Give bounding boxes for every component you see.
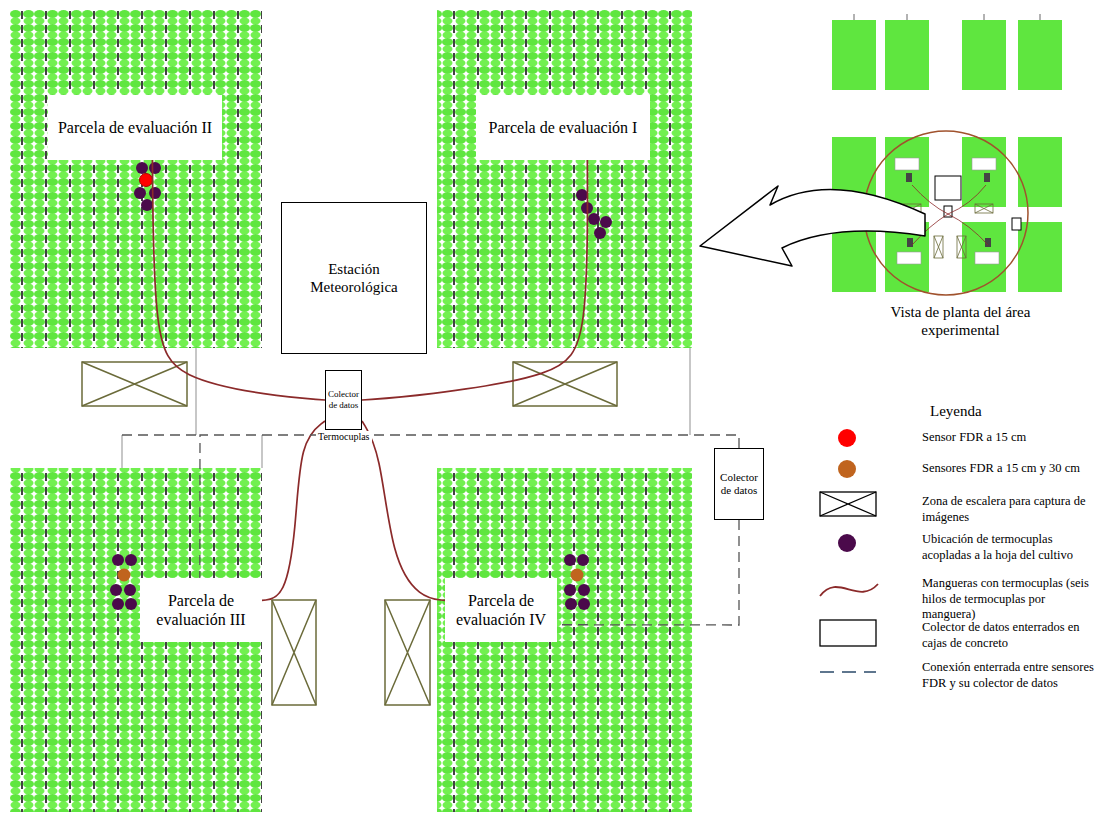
plan-view-inset (832, 14, 1062, 295)
legend-text: Ubicación de termocuplas acopladas a la … (922, 532, 1098, 563)
legend-text: Conexión enterrada entre sensores FDR y … (922, 660, 1098, 691)
node-text: Parcela de evaluación I (489, 118, 638, 137)
buried-connection (122, 434, 200, 435)
fdr-sensor (118, 569, 131, 582)
legend-swatch (838, 460, 856, 478)
legend-text: Sensores FDR a 15 cm y 30 cm (922, 461, 1098, 477)
plot-label: Parcela de evaluación I (476, 95, 650, 160)
legend-text: Sensor FDR a 15 cm (922, 430, 1098, 446)
plot-label: Parcela de evaluación II (48, 95, 222, 160)
cable-label: Termocuplas (316, 431, 372, 443)
weather-station: Estación Meteorológica (281, 202, 427, 354)
callout-arrow (700, 186, 925, 266)
crop-plot (10, 10, 262, 348)
legend-text: Mangueras con termocuplas (seis hilos de… (922, 576, 1098, 623)
thermocouple-hose (362, 421, 445, 600)
node-text: Colector de datos (719, 471, 759, 497)
plot-label: Parcela de evaluación IV (445, 578, 557, 642)
fdr-sensor (140, 174, 153, 187)
crop-plot (437, 10, 692, 348)
legend-text: Colector de datos enterrados en cajas de… (922, 620, 1098, 651)
thermocouple-dot (110, 162, 612, 610)
inset-caption: Vista de planta del área experimental (858, 303, 1063, 339)
thermocouple-hose (262, 421, 325, 600)
fdr-sensor (571, 569, 584, 582)
buried-connection (557, 520, 739, 625)
legend-title: Leyenda (930, 402, 982, 420)
crop-plot (437, 468, 692, 812)
legend-samples (820, 492, 878, 672)
data-logger: Colector de datos (325, 370, 362, 430)
node-text: Estación Meteorológica (286, 260, 422, 296)
crop-plot (10, 468, 262, 812)
node-text: Parcela de evaluación IV (449, 591, 553, 629)
buried-line (122, 348, 690, 468)
data-logger: Colector de datos (714, 448, 764, 520)
buried-connection (200, 435, 739, 578)
stair-zone (82, 362, 617, 705)
legend-swatch (838, 429, 856, 447)
node-text: Colector de datos (328, 389, 359, 411)
node-text: Parcela de evaluación III (144, 591, 258, 629)
plot-label: Parcela de evaluación III (140, 578, 262, 642)
legend-swatch (838, 534, 856, 552)
node-text: Parcela de evaluación II (58, 118, 212, 137)
legend-text: Zona de escalera para captura de imágene… (922, 494, 1098, 525)
